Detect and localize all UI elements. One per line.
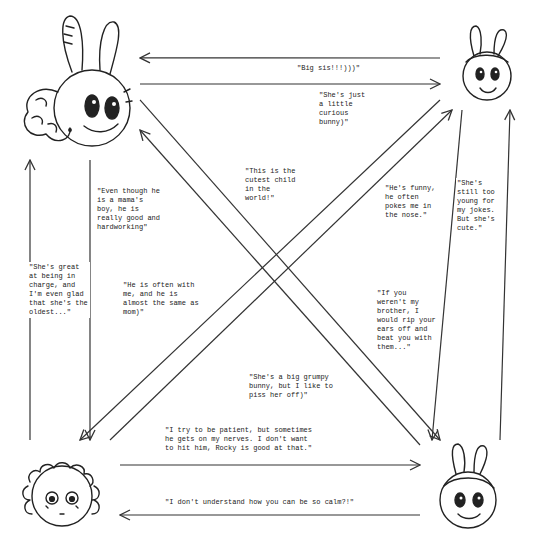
quote-label: "If you weren't my brother, I would rip … bbox=[376, 288, 438, 353]
big-sister-node bbox=[15, 20, 140, 160]
relation-arrow bbox=[140, 83, 440, 84]
quote-label: "Big sis!!!)))" bbox=[296, 63, 368, 74]
relation-arrow bbox=[500, 110, 510, 440]
quote-label: "She's great at being in charge, and I'm… bbox=[28, 262, 90, 318]
quote-label: "Even though he is a mama's boy, he is r… bbox=[96, 186, 164, 233]
quote-label: "She's a big grumpy bunny, but I like to… bbox=[248, 372, 338, 401]
quote-label: "She's still too young for my jokes. But… bbox=[456, 178, 504, 234]
big-sister-bunny bbox=[24, 16, 132, 146]
little-sister-node bbox=[440, 25, 530, 110]
quote-label: "He is often with me, and he is almost t… bbox=[122, 280, 206, 318]
quote-label: "I don't understand how you can be so ca… bbox=[164, 497, 366, 508]
curly-brother-node bbox=[10, 440, 120, 530]
relation-arrow bbox=[80, 100, 440, 440]
quote-label: "She's just a little curious bunny)" bbox=[318, 90, 374, 128]
relation-arrow bbox=[120, 464, 420, 465]
little-sister-bunny bbox=[463, 26, 511, 100]
quote-label: "He's funny, he often pokes me in the no… bbox=[384, 183, 442, 221]
relation-arrow bbox=[140, 57, 440, 58]
quote-label: "I try to be patient, but sometimes he g… bbox=[164, 425, 318, 454]
relation-arrow bbox=[432, 110, 462, 440]
quote-label: "This is the cutest child in the world!" bbox=[244, 166, 304, 204]
relation-arrow bbox=[110, 110, 452, 440]
brother-node bbox=[420, 440, 510, 530]
brother-bunny bbox=[440, 444, 496, 528]
curly-brother bbox=[23, 463, 99, 526]
relation-arrow bbox=[120, 514, 420, 515]
relation-arrow bbox=[140, 100, 440, 440]
